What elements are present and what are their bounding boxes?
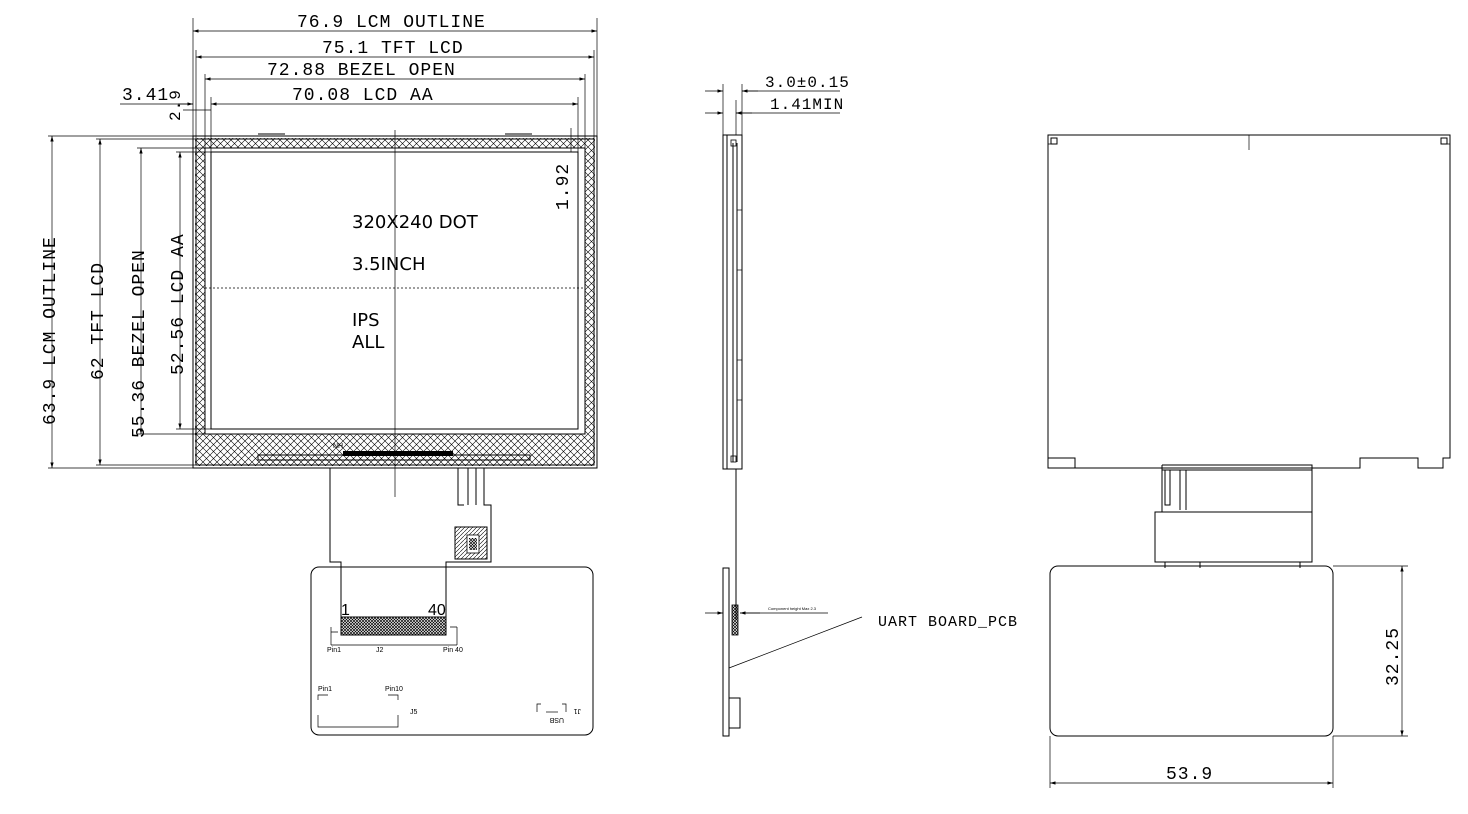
dim-lcd-aa-height: 52.56 LCD AA: [169, 233, 189, 375]
side-view: 3.0±0.15 1.41MIN Component height Max 2.…: [705, 74, 1018, 737]
pcb-callout: UART BOARD_PCB: [878, 614, 1018, 631]
j1-label: J1: [574, 707, 582, 714]
dim-lcm-outline-width: 76.9 LCM OUTLINE: [297, 13, 486, 33]
driver-pcb: [310, 566, 594, 736]
dim-bezel-open-width: 72.88 BEZEL OPEN: [267, 61, 456, 81]
usb-connector: [536, 703, 567, 712]
pin-last-label: 40: [428, 602, 446, 619]
connector-j2: [340, 616, 447, 636]
vertical-dims: 63.9 LCM OUTLINE 62 TFT LCD 55.36 BEZEL …: [41, 135, 211, 469]
svg-text:NH: NH: [333, 443, 343, 450]
pin40-label: Pin 40: [443, 647, 463, 654]
fpc-tail: [329, 468, 492, 618]
viewing-label: ALL: [352, 332, 384, 353]
dim-lcm-outline-height: 63.9 LCM OUTLINE: [41, 236, 61, 425]
side-panel-body: [722, 134, 743, 470]
dim-lcd-aa-width: 70.08 LCD AA: [292, 86, 434, 106]
pin1-label: Pin1: [327, 647, 341, 654]
dim-thickness: 3.0±0.15: [765, 74, 850, 92]
dim-bezel-open-height: 55.36 BEZEL OPEN: [130, 249, 150, 438]
panel-type-label: IPS: [352, 310, 380, 331]
back-panel-outline: [1047, 134, 1451, 469]
dim-right-offset: 1.92: [554, 163, 574, 210]
fpc-stiffener: [454, 526, 488, 560]
j2-label: J2: [376, 647, 384, 654]
pin1b-label: Pin1: [318, 686, 332, 693]
size-label: 3.5INCH: [352, 254, 426, 275]
side-pcb: [722, 567, 730, 737]
dim-pcb-width: 53.9: [1166, 765, 1213, 785]
horizontal-dims: 76.9 LCM OUTLINE 75.1 TFT LCD 72.88 BEZE…: [120, 13, 598, 210]
back-fpc-bracket: [1154, 464, 1313, 563]
back-pcb: [1049, 565, 1334, 737]
bond-strip: [343, 451, 453, 456]
front-view: NH 320X240 DOT 3.5INCH IPS ALL 76.9 LCM …: [41, 13, 598, 736]
dim-pcb-height: 32.25: [1384, 627, 1404, 686]
active-area: [210, 151, 579, 430]
resolution-label: 320X240 DOT: [352, 212, 479, 233]
usb-label: USB: [549, 716, 564, 723]
dim-tft-lcd-width: 75.1 TFT LCD: [322, 39, 464, 59]
pin-first-label: 1: [341, 602, 350, 619]
pin10-label: Pin10: [385, 686, 403, 693]
dim-left-offset-2: 2.9: [167, 89, 185, 121]
dim-left-offset: 3.41: [122, 86, 169, 106]
component-height-note: Component height Max 2.3: [768, 606, 817, 611]
dim-min-gap: 1.41MIN: [770, 96, 844, 114]
connector-j5: [317, 694, 399, 728]
back-view: 32.25 53.9: [1047, 134, 1451, 788]
j5-label: J5: [410, 709, 418, 716]
dim-tft-lcd-height: 62 TFT LCD: [89, 262, 109, 380]
